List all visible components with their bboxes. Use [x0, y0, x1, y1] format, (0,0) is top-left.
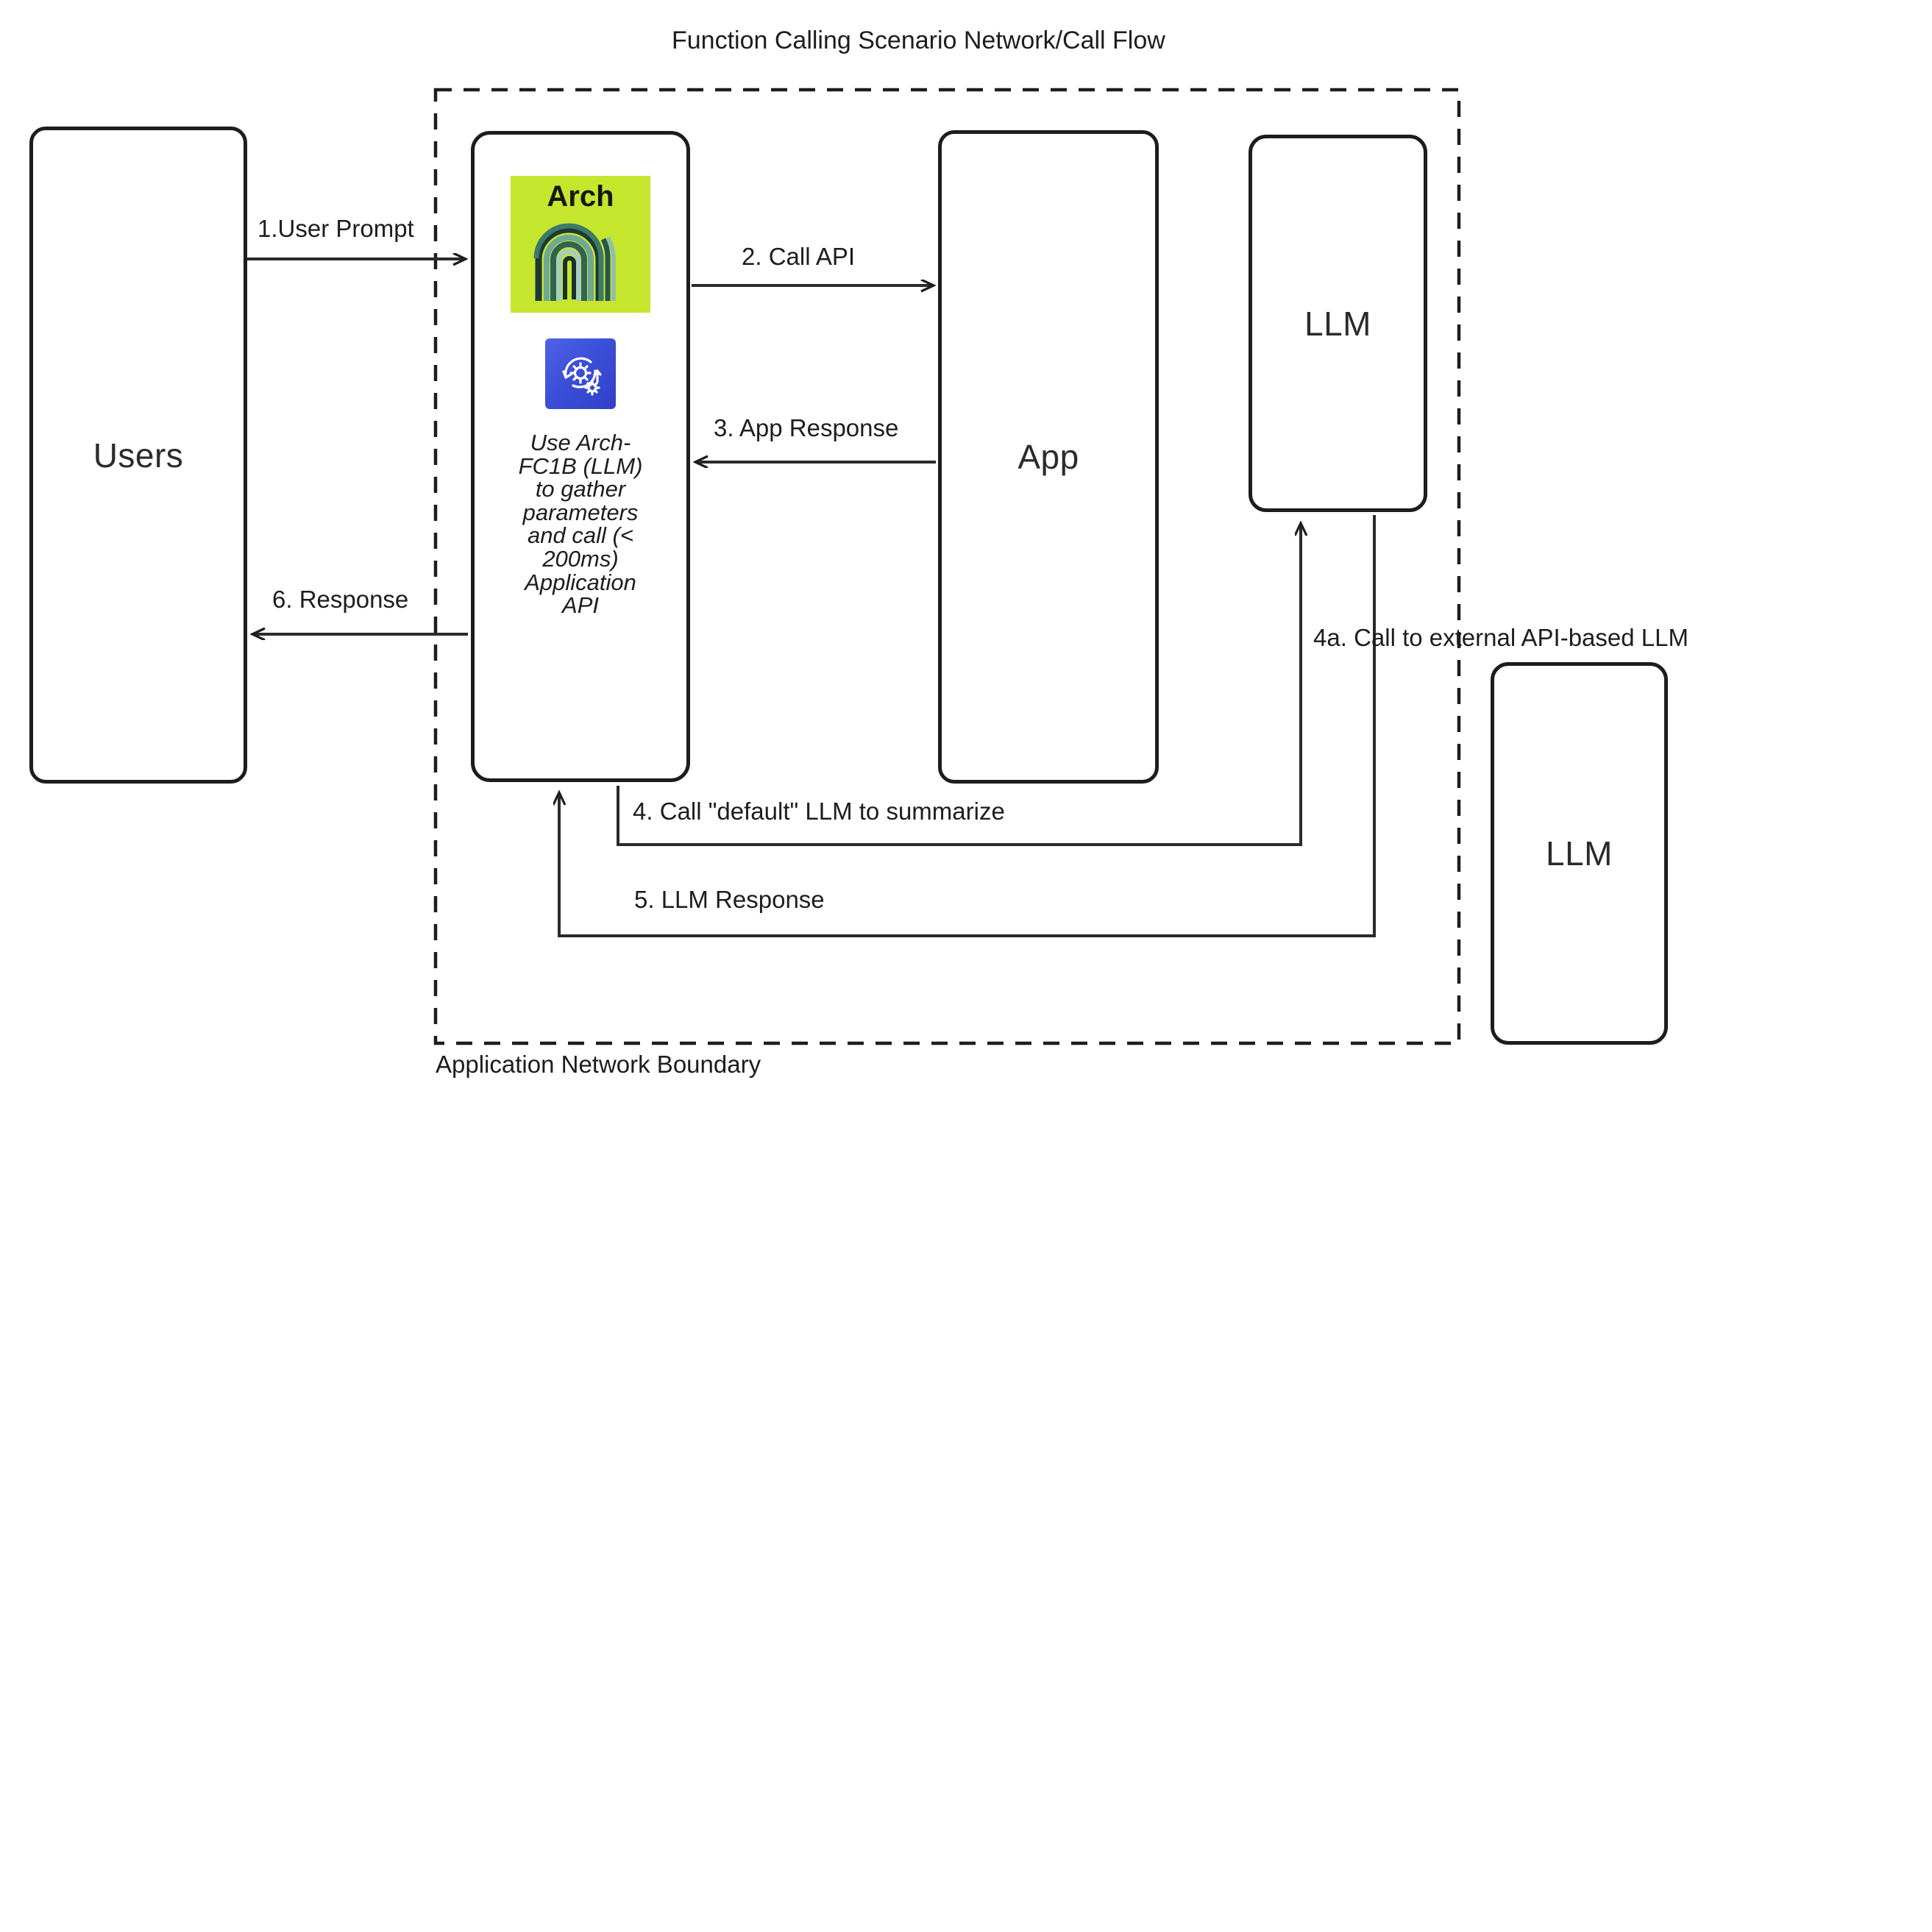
- node-arch-gateway[interactable]: Arch: [471, 131, 690, 782]
- arch-logo: Arch: [511, 176, 650, 313]
- node-llm-external[interactable]: LLM: [1491, 662, 1668, 1045]
- node-llm-internal[interactable]: LLM: [1249, 135, 1427, 512]
- arch-logo-text: Arch: [547, 180, 614, 213]
- application-network-boundary: [433, 88, 1461, 1045]
- node-users[interactable]: Users: [29, 127, 247, 784]
- edge-label-1: 1.User Prompt: [258, 215, 414, 242]
- edge-label-6: 6. Response: [272, 586, 409, 613]
- edge-5-llm-response: [559, 515, 1376, 937]
- application-network-boundary-label: Application Network Boundary: [436, 1051, 761, 1078]
- connector-layer: [247, 88, 1461, 1045]
- edge-label-4: 4. Call "default" LLM to summarize: [633, 798, 1005, 825]
- node-llm-external-label: LLM: [1546, 834, 1613, 873]
- node-app[interactable]: App: [938, 130, 1159, 784]
- edge-label-5: 5. LLM Response: [634, 886, 825, 913]
- edge-label-2: 2. Call API: [742, 243, 856, 270]
- arch-description-note: Use Arch-FC1B (LLM) to gather parameters…: [518, 430, 643, 619]
- edge-label-3: 3. App Response: [714, 414, 899, 441]
- edge-4-call-default-llm: [617, 524, 1301, 846]
- arch-content: Arch: [475, 135, 686, 778]
- diagram-title: Function Calling Scenario Network/Call F…: [672, 26, 1165, 54]
- arch-archway-icon: [533, 223, 616, 301]
- node-llm-internal-label: LLM: [1304, 304, 1371, 343]
- node-users-label: Users: [93, 436, 184, 475]
- function-calling-icon: [545, 338, 616, 409]
- external-llm-call-label: 4a. Call to external API-based LLM: [1313, 624, 1688, 651]
- node-app-label: App: [1018, 438, 1079, 476]
